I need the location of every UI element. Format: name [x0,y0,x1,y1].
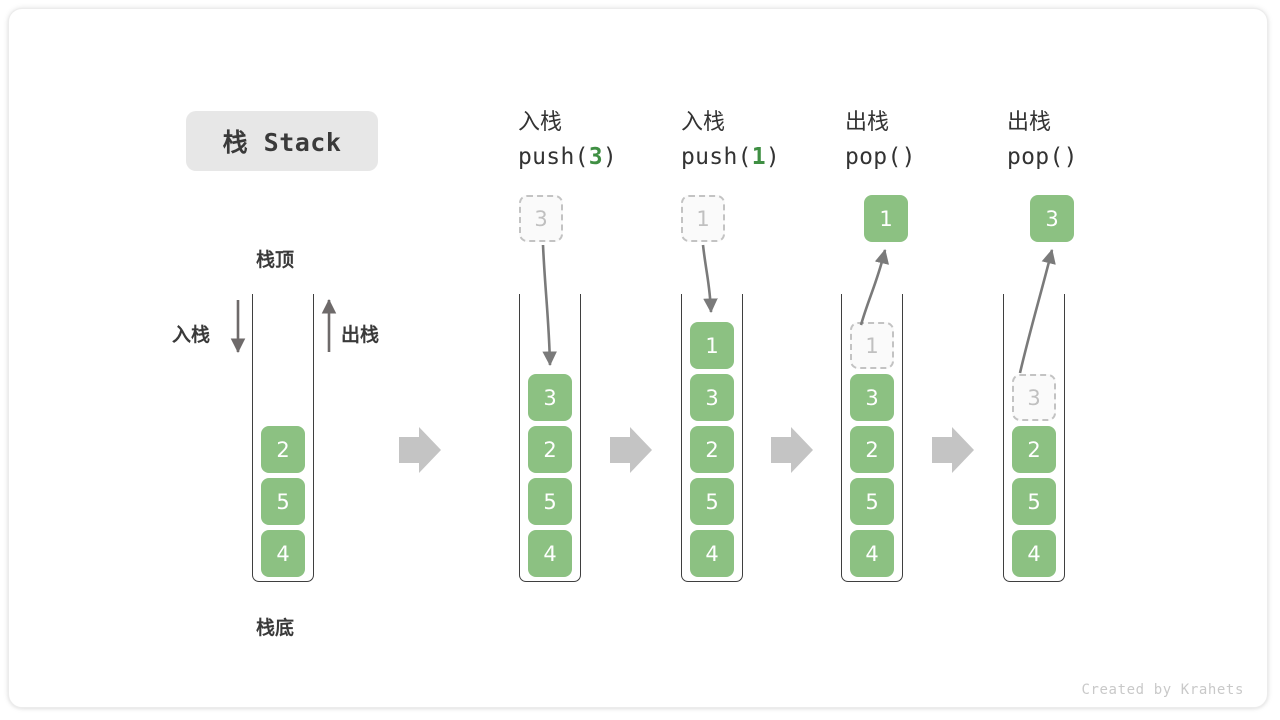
stack-cell: 5 [1012,478,1056,525]
stack-tube [841,294,903,582]
step-op-label: 出栈 [1007,110,1052,135]
floating-popped-box-1: 1 [864,195,908,242]
step-fn-label: pop() [1007,140,1177,174]
floating-ghost-box-push-1: 1 [681,195,725,242]
stack-cell-ghost: 1 [850,322,894,369]
stack-cells: 4 5 2 3 [1003,369,1065,577]
stack-tube [681,294,743,582]
stack-cell: 4 [690,530,734,577]
stack-cell: 2 [528,426,572,473]
step-fn-label: pop() [845,140,1015,174]
stack-cell: 2 [850,426,894,473]
stack-cell: 2 [1012,426,1056,473]
stack-column-push-1: 4 5 2 3 1 [681,294,743,582]
floating-ghost-box-push-3: 3 [519,195,563,242]
stack-cell: 5 [850,478,894,525]
fn-suffix: ) [901,144,916,170]
stack-cell: 4 [1012,530,1056,577]
stack-cell: 3 [528,374,572,421]
stack-top-label: 栈顶 [256,249,295,271]
fn-prefix: pop( [845,144,902,170]
step-op-label: 入栈 [518,110,563,135]
stack-cell: 3 [850,374,894,421]
stack-cell: 2 [690,426,734,473]
stack-column-initial: 4 5 2 [252,294,314,582]
stack-cells: 4 5 2 3 1 [841,317,903,577]
push-direction-label: 入栈 [172,324,211,346]
step-header-pop-1: 出栈 pop() [845,106,1015,174]
step-header-pop-3: 出栈 pop() [1007,106,1177,174]
fn-suffix: ) [602,144,618,170]
stack-cell: 4 [850,530,894,577]
stack-tube [252,294,314,582]
stack-cell: 4 [528,530,572,577]
fn-value: 1 [751,144,766,170]
fn-suffix: ) [1063,144,1078,170]
pop-direction-label: 出栈 [341,324,380,346]
fn-suffix: ) [765,144,781,170]
step-header-push-3: 入栈 push(3) [518,106,688,174]
stack-cells: 4 5 2 3 [519,369,581,577]
stack-cell-ghost: 3 [1012,374,1056,421]
stack-cell: 5 [528,478,572,525]
fn-prefix: pop( [1007,144,1064,170]
stack-tube [519,294,581,582]
stack-cells: 4 5 2 3 1 [681,317,743,577]
stack-column-push-3: 4 5 2 3 [519,294,581,582]
step-fn-label: push(3) [518,140,688,174]
floating-popped-box-3: 3 [1030,195,1074,242]
stack-cells: 4 5 2 [252,421,314,577]
stack-column-pop-1: 4 5 2 3 1 [841,294,903,582]
step-header-push-1: 入栈 push(1) [681,106,851,174]
step-fn-label: push(1) [681,140,851,174]
title-badge: 栈 Stack [186,111,378,171]
fn-prefix: push( [518,144,589,170]
step-op-label: 出栈 [845,110,890,135]
stack-cell: 3 [690,374,734,421]
stack-tube [1003,294,1065,582]
credit-text: Created by Krahets [1081,682,1244,698]
stack-cell: 5 [690,478,734,525]
fn-prefix: push( [681,144,752,170]
fn-value: 3 [588,144,603,170]
stack-cell: 5 [261,478,305,525]
stack-cell: 1 [690,322,734,369]
stack-column-pop-3: 4 5 2 3 [1003,294,1065,582]
stack-cell: 4 [261,530,305,577]
stack-cell: 2 [261,426,305,473]
step-op-label: 入栈 [681,110,726,135]
stack-bottom-label: 栈底 [256,617,295,639]
